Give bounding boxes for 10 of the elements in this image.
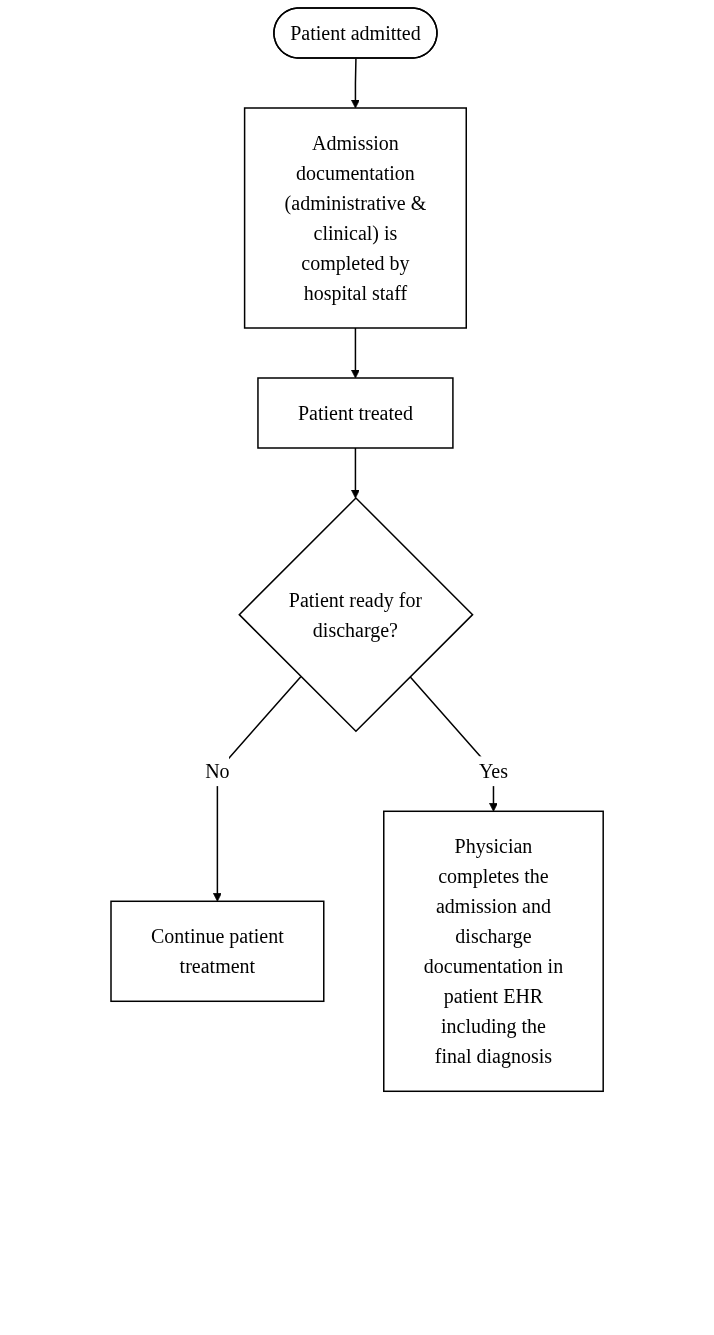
node-box: Admission documentation (administrative & clinical) is completed by hospital staff bbox=[243, 107, 467, 329]
node-diamond: Patient ready for discharge? bbox=[238, 496, 474, 733]
edge-label: Yes bbox=[478, 760, 508, 783]
arrow bbox=[350, 447, 360, 499]
node-box: Patient treated bbox=[257, 377, 454, 449]
node-box: Continue patient treatment bbox=[110, 900, 325, 1003]
arrow bbox=[350, 57, 360, 109]
edge-label: No bbox=[205, 760, 230, 783]
arrow bbox=[350, 327, 360, 379]
node-box: Physician completes the admission and discharge documentation in patient EHR including the final diagnosis bbox=[382, 810, 604, 1093]
